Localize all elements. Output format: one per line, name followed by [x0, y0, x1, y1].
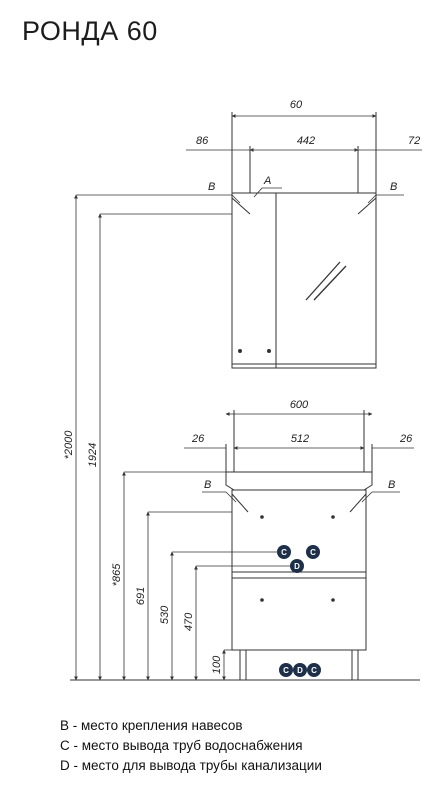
cabinet-offsets-dimension: 86 442 72	[186, 135, 422, 152]
cabinet-inner-label: 442	[297, 135, 315, 147]
marker-c-label: C	[310, 548, 316, 557]
marker-a-label: A	[263, 175, 271, 187]
height-530-label: 530	[159, 605, 171, 624]
legend-item-c: C - место вывода труб водоснабжения	[60, 738, 303, 753]
floor-outlet-c-left: C	[279, 663, 293, 677]
water-outlet-c-left: C	[277, 545, 291, 559]
marker-b-cabinet-right: B	[367, 181, 404, 204]
marker-c-label: C	[283, 666, 289, 675]
height-865-label: *865	[111, 563, 123, 587]
marker-b-vanity-left: B	[202, 479, 237, 503]
legend: B - место крепления навесов C - место вы…	[60, 716, 322, 776]
height-100-label: 100	[211, 655, 223, 674]
vanity-unit	[225, 410, 373, 680]
vanity-inner-label: 512	[291, 433, 309, 445]
height-dimensions	[74, 194, 290, 681]
marker-c-label: C	[281, 548, 287, 557]
marker-d-label: D	[297, 666, 303, 675]
height-470-label: 470	[183, 612, 195, 631]
drain-outlet-d: D	[290, 559, 304, 573]
vanity-right-offset-label: 26	[399, 433, 413, 445]
height-691-label: 691	[135, 587, 147, 605]
height-2000-label: *2000	[63, 430, 75, 460]
vanity-offsets-dimension: 26 512 26	[184, 433, 414, 450]
marker-b-label: B	[208, 181, 215, 193]
marker-b-vanity-right: B	[361, 479, 400, 503]
floor-outlet-c-right: C	[307, 663, 321, 677]
vanity-left-offset-label: 26	[191, 433, 205, 445]
marker-d-label: D	[294, 562, 300, 571]
marker-b-label: B	[388, 479, 395, 491]
marker-b-label: B	[204, 479, 211, 491]
mirror-cabinet	[231, 112, 377, 369]
marker-b-cabinet-left: B	[206, 181, 241, 204]
marker-a: A	[253, 175, 282, 198]
floor-outlet-d: D	[293, 663, 307, 677]
page-title: РОНДА 60	[22, 16, 158, 46]
water-outlet-c-right: C	[306, 545, 320, 559]
marker-c-label: C	[311, 666, 317, 675]
marker-b-label: B	[390, 181, 397, 193]
height-labels: *2000 1924 *865 691 530 470 100	[63, 430, 223, 674]
vanity-width-label: 600	[290, 399, 309, 411]
cabinet-width-dimension: 60	[231, 99, 377, 118]
cabinet-right-offset-label: 72	[408, 135, 420, 147]
cabinet-width-label: 60	[290, 99, 303, 111]
cabinet-left-offset-label: 86	[196, 135, 209, 147]
legend-item-d: D - место для вывода трубы канализации	[60, 758, 322, 773]
vanity-width-dimension: 600	[225, 399, 373, 416]
legend-item-b: B - место крепления навесов	[60, 718, 243, 733]
height-1924-label: 1924	[87, 443, 99, 467]
